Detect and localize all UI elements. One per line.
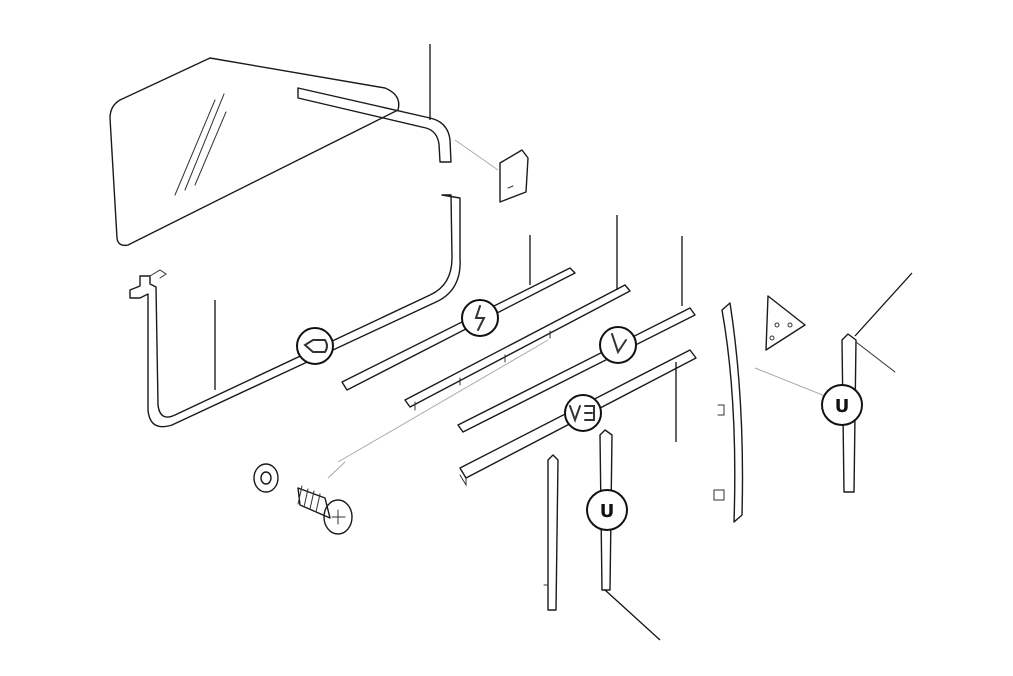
upper-glass-channel (297, 87, 452, 163)
badge-vertical-left: U (586, 489, 628, 531)
badge-vertical-right-label: U (835, 396, 850, 417)
door-glass (109, 57, 400, 247)
washer (253, 463, 279, 493)
badge-lower-channel (296, 327, 334, 365)
badge-vertical-left-label: U (600, 501, 615, 522)
weatherstrip-2 (404, 284, 631, 411)
badge-strip-3 (599, 326, 637, 364)
badge-strip-1 (461, 299, 499, 337)
screw (297, 485, 353, 535)
weatherstrip-4 (459, 349, 697, 487)
rubber-pad (454, 139, 529, 203)
triangle-bracket (765, 295, 806, 351)
badge-strip-4 (564, 394, 602, 432)
vertical-channel-curved (713, 302, 744, 523)
lower-glass-channel (129, 194, 461, 428)
leader-lines (214, 44, 913, 641)
badge-vertical-right: U (821, 384, 863, 426)
